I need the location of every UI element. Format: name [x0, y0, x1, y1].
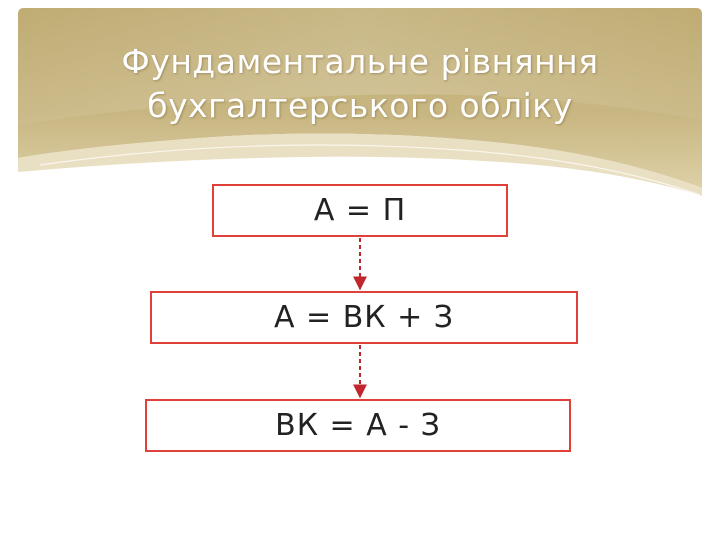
title-line-2: бухгалтерського обліку	[147, 86, 573, 125]
formula-box-assets-equals-equity-plus-liabilities: А = ВК + З	[150, 291, 578, 344]
formula-text: А = П	[313, 193, 407, 228]
formula-box-assets-equals-liabilities: А = П	[212, 184, 508, 237]
slide-title: Фундаментальне рівняння бухгалтерського …	[20, 40, 700, 128]
formula-box-equity-equals-assets-minus-liabilities: ВК = А - З	[145, 399, 571, 452]
title-line-1: Фундаментальне рівняння	[121, 42, 599, 81]
formula-text: А = ВК + З	[273, 300, 455, 335]
formula-text: ВК = А - З	[275, 408, 441, 443]
header-banner	[18, 8, 702, 199]
